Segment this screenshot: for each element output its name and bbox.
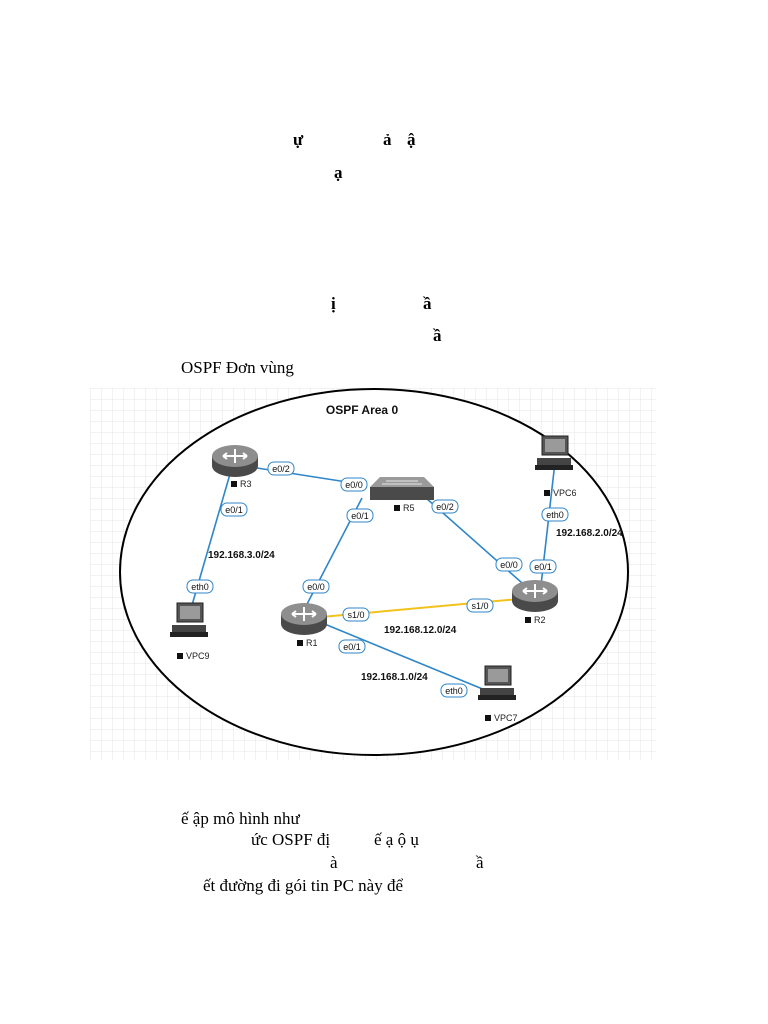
link-r1-vpc7 bbox=[309, 617, 486, 691]
svg-text:eth0: eth0 bbox=[191, 582, 209, 592]
port-vpc9-eth0: eth0 bbox=[186, 579, 214, 594]
text-fragment: ả bbox=[383, 130, 392, 149]
port-r2-s10: s1/0 bbox=[466, 598, 494, 613]
text-fragment: ạ bbox=[334, 163, 343, 182]
svg-text:e0/2: e0/2 bbox=[436, 502, 454, 512]
port-r1-e00: e0/0 bbox=[302, 579, 330, 594]
port-vpc6-eth0: eth0 bbox=[541, 507, 569, 522]
svg-text:e0/1: e0/1 bbox=[534, 562, 552, 572]
port-r5-e00: e0/0 bbox=[340, 477, 368, 492]
label-vpc7: VPC7 bbox=[494, 713, 518, 723]
switch-r5-icon bbox=[370, 477, 434, 500]
router-r2-icon bbox=[511, 579, 559, 613]
text-fragment: ậ bbox=[407, 130, 416, 149]
text-fragment: ầ bbox=[423, 294, 432, 313]
text-fragment: ị bbox=[331, 294, 336, 313]
network-192-168-3-0: 192.168.3.0/24 bbox=[208, 550, 275, 561]
svg-text:e0/2: e0/2 bbox=[272, 464, 290, 474]
svg-text:e0/1: e0/1 bbox=[225, 505, 243, 515]
svg-text:e0/0: e0/0 bbox=[345, 480, 363, 490]
label-vpc6: VPC6 bbox=[553, 488, 577, 498]
label-vpc9: VPC9 bbox=[186, 651, 210, 661]
body-line: ế ạ ộ ụ bbox=[374, 830, 419, 849]
label-r5: R5 bbox=[403, 503, 415, 513]
body-line: ế ập mô hình như bbox=[181, 809, 300, 828]
port-r1-s10: s1/0 bbox=[342, 607, 370, 622]
topology-svg: OSPF Area 0 R3 R5 R1 R2 VPC6 VPC9 VPC7 e… bbox=[90, 388, 656, 760]
ospf-topology-figure: OSPF Area 0 R3 R5 R1 R2 VPC6 VPC9 VPC7 e… bbox=[90, 388, 656, 760]
svg-text:e0/1: e0/1 bbox=[343, 642, 361, 652]
port-r2-e00: e0/0 bbox=[495, 557, 523, 572]
label-r3: R3 bbox=[240, 479, 252, 489]
body-line: ức OSPF đị bbox=[251, 830, 331, 849]
svg-text:s1/0: s1/0 bbox=[347, 610, 364, 620]
port-r5-e01: e0/1 bbox=[346, 508, 374, 523]
svg-text:eth0: eth0 bbox=[546, 510, 564, 520]
area-title: OSPF Area 0 bbox=[326, 403, 399, 417]
text-fragment: ự bbox=[293, 130, 304, 149]
svg-text:e0/1: e0/1 bbox=[351, 511, 369, 521]
port-r2-e01: e0/1 bbox=[529, 559, 557, 574]
svg-text:s1/0: s1/0 bbox=[471, 601, 488, 611]
label-r1: R1 bbox=[306, 638, 318, 648]
port-r3-e02: e0/2 bbox=[267, 461, 295, 476]
port-r5-e02: e0/2 bbox=[431, 499, 459, 514]
network-192-168-1-0: 192.168.1.0/24 bbox=[361, 672, 428, 683]
text-fragment: ầ bbox=[433, 326, 442, 345]
network-192-168-12-0: 192.168.12.0/24 bbox=[384, 625, 457, 636]
device-labels: R3 R5 R1 R2 VPC6 VPC9 VPC7 bbox=[177, 479, 577, 723]
ospf-area-boundary bbox=[119, 388, 629, 756]
network-192-168-2-0: 192.168.2.0/24 bbox=[556, 528, 623, 539]
svg-text:e0/0: e0/0 bbox=[307, 582, 325, 592]
port-r1-e01: e0/1 bbox=[338, 639, 366, 654]
network-labels: 192.168.3.0/24 192.168.2.0/24 192.168.12… bbox=[208, 528, 623, 683]
port-r3-e01: e0/1 bbox=[220, 502, 248, 517]
label-r2: R2 bbox=[534, 615, 546, 625]
svg-text:eth0: eth0 bbox=[445, 686, 463, 696]
port-labels: e0/2 e0/0 e0/1 e0/2 e0/1 eth0 e0/0 s1/0 … bbox=[186, 461, 569, 698]
body-line: à bbox=[330, 853, 338, 872]
body-line: ầ bbox=[476, 853, 484, 872]
svg-text:e0/0: e0/0 bbox=[500, 560, 518, 570]
router-r3-icon bbox=[211, 444, 259, 478]
section-heading: OSPF Đơn vùng bbox=[181, 358, 294, 377]
port-vpc7-eth0: eth0 bbox=[440, 683, 468, 698]
body-line: ết đường đi gói tin PC này để bbox=[203, 876, 403, 895]
router-r1-icon bbox=[280, 602, 328, 636]
